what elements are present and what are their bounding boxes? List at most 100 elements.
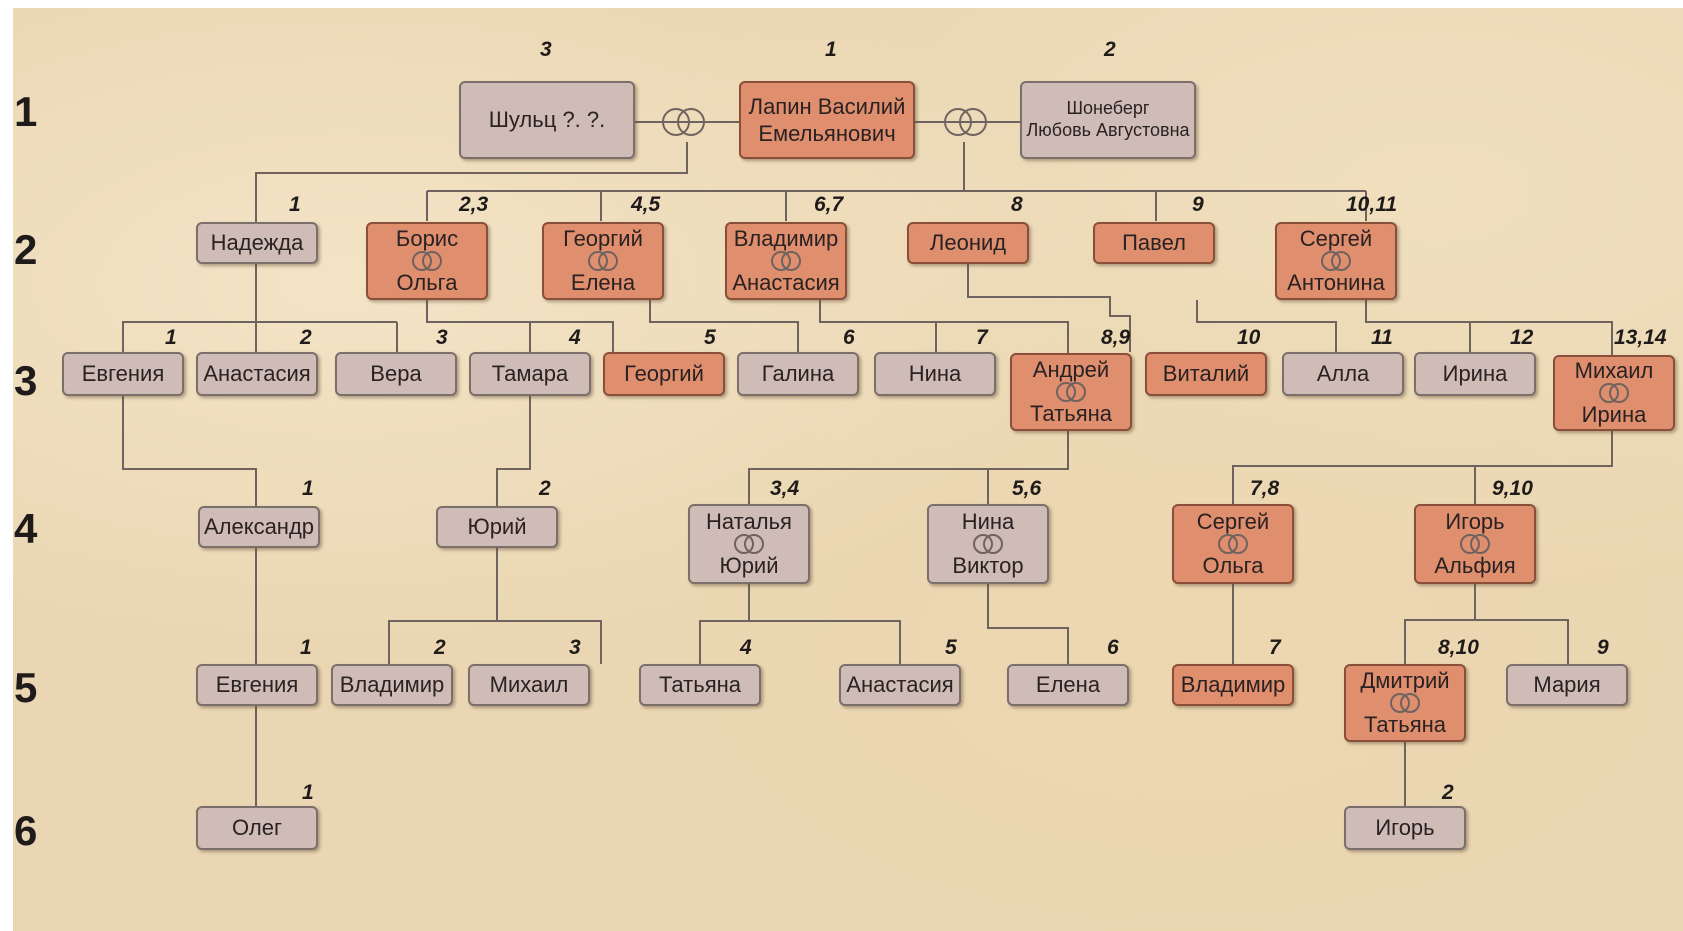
person-vera[interactable]: Вера	[335, 352, 457, 396]
person-number: 1	[302, 477, 314, 500]
generation-label-4: 4	[14, 505, 38, 552]
marriage-rings-icon	[973, 534, 1003, 554]
person-name: Игорь	[1375, 815, 1435, 840]
marriage-rings-icon	[734, 534, 764, 554]
marriage-rings-icon	[771, 251, 801, 271]
person-number: 9	[1192, 193, 1204, 216]
person-name: Георгий	[563, 226, 643, 251]
person-irina[interactable]: Ирина	[1414, 352, 1536, 396]
marriage-rings-icon	[1390, 693, 1420, 713]
person-name: Анастасия	[846, 672, 954, 697]
couple-georgy[interactable]: Георгий Елена	[542, 222, 664, 300]
spouse-name: Юрий	[719, 553, 779, 578]
person-shoneberg[interactable]: Шонеберг Любовь Августовна	[1020, 81, 1196, 159]
person-name: Шульц ?. ?.	[488, 107, 606, 132]
person-number: 4	[740, 636, 752, 659]
person-tamara[interactable]: Тамара	[469, 352, 591, 396]
couple-sergey[interactable]: Сергей Антонина	[1275, 222, 1397, 300]
spouse-name: Виктор	[952, 553, 1024, 578]
person-nina[interactable]: Нина	[874, 352, 996, 396]
couple-natalia[interactable]: Наталья Юрий	[688, 504, 810, 584]
person-number: 6	[1107, 636, 1119, 659]
person-number: 7	[976, 326, 988, 349]
person-name: Дмитрий	[1360, 668, 1450, 693]
spouse-name: Татьяна	[1029, 401, 1113, 426]
person-leonid[interactable]: Леонид	[907, 222, 1029, 264]
person-mikhail-gen5[interactable]: Михаил	[468, 664, 590, 706]
couple-dmitry[interactable]: Дмитрий Татьяна	[1344, 664, 1466, 742]
person-nadezhda[interactable]: Надежда	[196, 222, 318, 264]
person-name: Павел	[1122, 230, 1186, 255]
couple-number: 2,3	[459, 193, 489, 216]
couple-sergey-gen4[interactable]: Сергей Ольга	[1172, 504, 1294, 584]
person-elena[interactable]: Елена	[1007, 664, 1129, 706]
person-number: 8	[1011, 193, 1023, 216]
person-galina[interactable]: Галина	[737, 352, 859, 396]
person-number: 3	[569, 636, 581, 659]
person-tatiana[interactable]: Татьяна	[639, 664, 761, 706]
generation-label-6: 6	[14, 807, 38, 854]
person-alla[interactable]: Алла	[1282, 352, 1404, 396]
marriage-rings-icon	[1056, 382, 1086, 402]
couple-mikhail[interactable]: Михаил Ирина	[1553, 355, 1675, 431]
person-vladimir-gen5[interactable]: Владимир	[331, 664, 453, 706]
person-name: Евгения	[81, 361, 165, 386]
person-name: Ирина	[1442, 361, 1508, 386]
person-number: 10	[1237, 326, 1261, 349]
person-evgenia[interactable]: Евгения	[62, 352, 184, 396]
couple-igor[interactable]: Игорь Альфия	[1414, 504, 1536, 584]
person-name: Нина	[908, 361, 962, 386]
generation-label-2: 2	[14, 226, 38, 273]
person-name: Игорь	[1445, 509, 1505, 534]
person-oleg[interactable]: Олег	[196, 806, 318, 850]
person-name: Евгения	[215, 672, 299, 697]
person-name: Сергей	[1299, 226, 1373, 251]
person-name: Вера	[370, 361, 422, 386]
person-number: 2	[1104, 38, 1116, 61]
person-igor-gen6[interactable]: Игорь	[1344, 806, 1466, 850]
person-pavel[interactable]: Павел	[1093, 222, 1215, 264]
person-maria[interactable]: Мария	[1506, 664, 1628, 706]
couple-number: 7,8	[1250, 477, 1280, 500]
couple-number: 6,7	[814, 193, 844, 216]
person-georgy-gen3[interactable]: Георгий	[603, 352, 725, 396]
person-yury[interactable]: Юрий	[436, 506, 558, 548]
person-name-line2: Емельянович	[758, 121, 896, 146]
couple-number: 9,10	[1492, 477, 1533, 500]
person-name: Галина	[761, 361, 835, 386]
person-name: Нина	[961, 509, 1015, 534]
marriage-rings-icon	[1460, 534, 1490, 554]
couple-number: 8,9	[1101, 326, 1131, 349]
marriage-rings-icon	[1321, 251, 1351, 271]
couple-boris[interactable]: Борис Ольга	[366, 222, 488, 300]
couple-number: 5,6	[1012, 477, 1042, 500]
person-shults[interactable]: Шульц ?. ?.	[459, 81, 635, 159]
person-name: Тамара	[491, 361, 569, 386]
person-number: 2	[1442, 781, 1454, 804]
spouse-name: Антонина	[1287, 270, 1385, 295]
spouse-name: Ольга	[396, 270, 458, 295]
person-evgenia-gen5[interactable]: Евгения	[196, 664, 318, 706]
person-lapin[interactable]: Лапин Василий Емельянович	[739, 81, 915, 159]
person-name: Виталий	[1162, 361, 1250, 386]
couple-vladimir[interactable]: Владимир Анастасия	[725, 222, 847, 300]
couple-nina[interactable]: Нина Виктор	[927, 504, 1049, 584]
marriage-rings-gen1	[662, 108, 987, 136]
person-number: 9	[1597, 636, 1609, 659]
generation-label-5: 5	[14, 664, 38, 711]
person-name: Надежда	[210, 230, 304, 255]
generation-label-1: 1	[14, 88, 38, 135]
person-name: Леонид	[929, 230, 1007, 255]
person-anastasia-gen5[interactable]: Анастасия	[839, 664, 961, 706]
person-number: 4	[569, 326, 581, 349]
person-name: Андрей	[1032, 357, 1110, 382]
person-anastasia[interactable]: Анастасия	[196, 352, 318, 396]
couple-andrey[interactable]: Андрей Татьяна	[1010, 353, 1132, 431]
person-vitaly[interactable]: Виталий	[1145, 352, 1267, 396]
person-vladimir-gen5-lineage[interactable]: Владимир	[1172, 664, 1294, 706]
couple-number: 8,10	[1438, 636, 1479, 659]
person-name: Алла	[1316, 361, 1370, 386]
person-name: Владимир	[733, 226, 839, 251]
person-alexandr[interactable]: Александр	[198, 506, 320, 548]
